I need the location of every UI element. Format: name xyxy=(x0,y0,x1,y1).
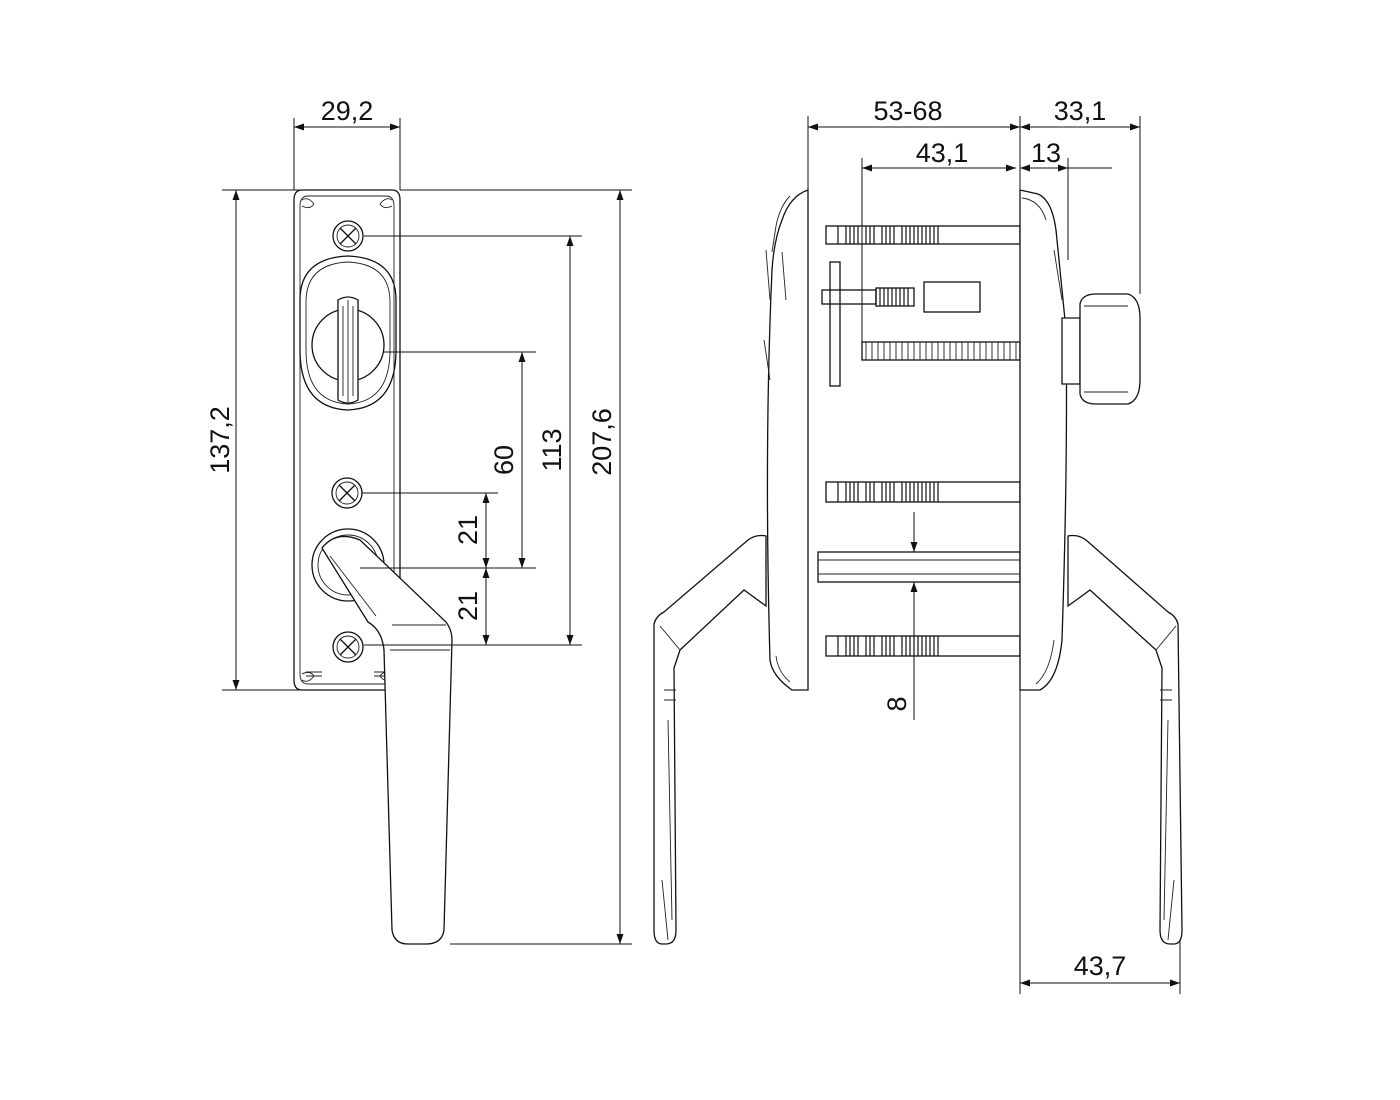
side-lower-bolt xyxy=(825,635,1021,657)
dim-front-total-height: 207,6 xyxy=(400,189,632,945)
side-right-plate xyxy=(1019,189,1068,691)
side-upper-bolt xyxy=(825,225,1021,245)
dim-front-screw-distance-label: 113 xyxy=(537,428,567,471)
dim-side-spindle-length: 43,1 xyxy=(861,138,1016,342)
dim-front-width: 29,2 xyxy=(293,96,401,190)
dim-side-spindle-size-label: 8 xyxy=(882,696,912,711)
dim-side-spindle-size: 8 xyxy=(882,512,918,720)
dim-side-door-thickness: 53-68 xyxy=(807,96,1021,196)
dim-front-handle-key: 60 xyxy=(360,351,536,569)
dim-front-plate-height-label: 137,2 xyxy=(205,406,235,474)
side-left-lever xyxy=(653,534,767,945)
front-middle-screw xyxy=(331,477,363,509)
side-left-plate xyxy=(766,189,809,691)
front-lever-handle xyxy=(321,535,453,945)
side-right-lever xyxy=(1067,534,1183,945)
dim-side-knob-projection: 33,1 xyxy=(1020,96,1141,294)
dimensions: 29,2 137,2 207,6 113 60 xyxy=(205,96,1181,994)
dim-side-knob-projection-label: 33,1 xyxy=(1054,96,1107,126)
side-square-spindle xyxy=(817,551,1021,583)
dim-side-handle-projection: 43,7 xyxy=(1019,690,1181,994)
front-lower-screw xyxy=(332,631,364,663)
dim-front-screw-distance: 113 xyxy=(364,235,582,646)
dim-side-knob-offset: 13 xyxy=(1020,138,1112,260)
dim-front-width-label: 29,2 xyxy=(321,96,374,126)
side-thumb-turn-knob xyxy=(1061,293,1141,405)
dim-front-spacing-lower: 21 xyxy=(453,568,490,645)
front-key-housing xyxy=(299,255,397,411)
dim-front-spacing-upper: 21 xyxy=(362,492,498,568)
dim-front-total-height-label: 207,6 xyxy=(587,408,617,476)
dim-front-spacing-upper-label: 21 xyxy=(453,515,483,545)
dim-front-spacing-lower-label: 21 xyxy=(453,591,483,621)
front-top-screw xyxy=(332,220,364,252)
dim-side-spindle-length-label: 43,1 xyxy=(916,138,969,168)
dim-side-handle-projection-label: 43,7 xyxy=(1074,951,1127,981)
front-view xyxy=(293,189,453,945)
dim-side-knob-offset-label: 13 xyxy=(1031,138,1061,168)
dim-front-handle-key-label: 60 xyxy=(489,445,519,475)
dim-side-door-thickness-label: 53-68 xyxy=(873,96,942,126)
side-cylinder xyxy=(821,261,1021,387)
side-middle-bolt xyxy=(825,481,1021,503)
dim-front-plate-height: 137,2 xyxy=(205,189,300,691)
side-view xyxy=(653,189,1183,945)
